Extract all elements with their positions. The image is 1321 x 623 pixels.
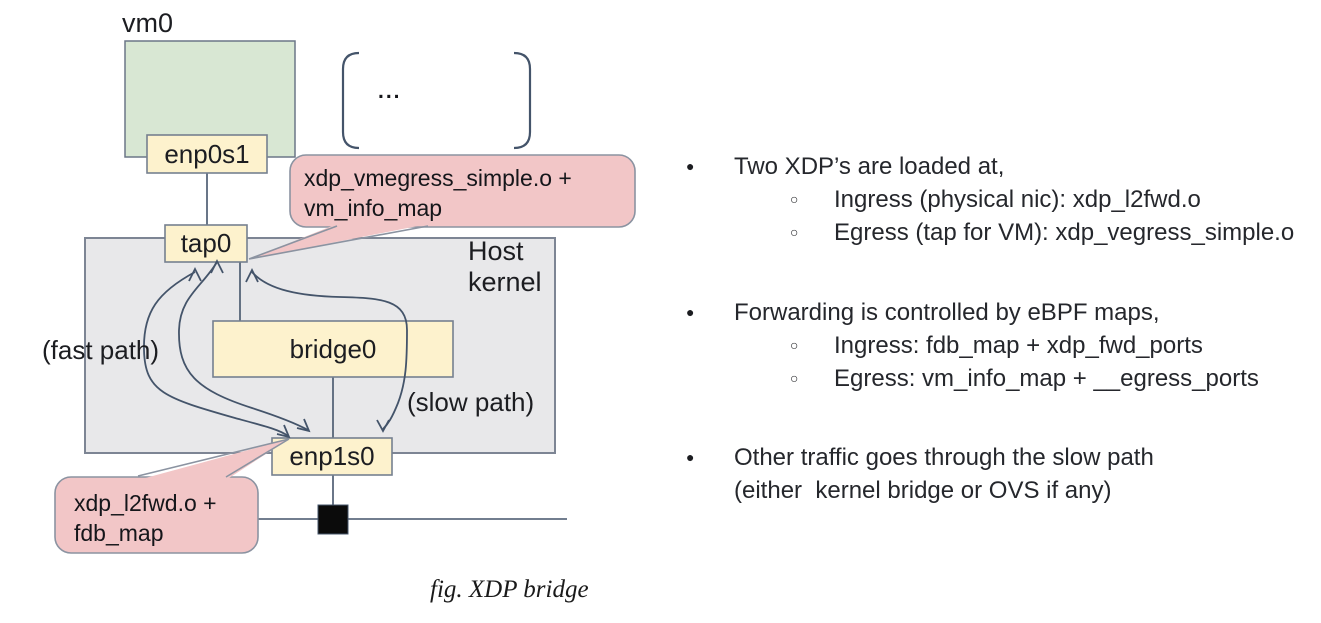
sub-bullet-icon: ○ — [790, 224, 799, 240]
note-item: ● Other traffic goes through the slow pa… — [660, 441, 1320, 507]
note-item: ● Forwarding is controlled by eBPF maps, — [660, 296, 1320, 329]
fast-path-label: (fast path) — [42, 335, 160, 365]
figure-caption: fig. XDP bridge — [430, 576, 589, 603]
note-subitem: ○ Egress (tap for VM): xdp_vegress_simpl… — [660, 216, 1320, 249]
enp1s0-box — [271, 437, 393, 476]
fast-path-inner-arrow-down — [296, 418, 311, 433]
vm0-label: vm0 — [122, 8, 174, 38]
bridge0-label: bridge0 — [289, 333, 377, 364]
bridge0-box — [212, 320, 454, 378]
enp0s1-label: enp0s1 — [164, 138, 250, 169]
more-vms-ellipsis: ... — [378, 80, 402, 103]
note-sub-text: Ingress: fdb_map + xdp_fwd_ports — [834, 332, 1203, 359]
sub-bullet-icon: ○ — [790, 191, 799, 207]
slow-path-label: (slow path) — [407, 387, 535, 417]
l2fwd-callout-tail-edges — [137, 438, 290, 478]
note-sub-text: Egress (tap for VM): xdp_vegress_simple.… — [834, 219, 1295, 246]
note-group-ebpf-maps: ● Forwarding is controlled by eBPF maps,… — [660, 296, 1320, 395]
fast-path-outer-arrow-up — [188, 266, 202, 282]
right-bracket-shape — [513, 51, 532, 150]
vm-egress-callout-text: xdp_vmegress_simple.o + vm_info_map — [304, 165, 572, 221]
sub-bullet-icon: ○ — [790, 370, 799, 386]
enp1s0-label: enp1s0 — [289, 441, 375, 471]
slow-path-arrow-up — [245, 267, 259, 283]
tap0-box — [164, 224, 248, 263]
note-group-xdp-loaded: ● Two XDP’s are loaded at, ○ Ingress (ph… — [660, 150, 1320, 249]
slow-path-arrow-down — [376, 419, 390, 433]
left-bracket-shape — [341, 51, 360, 150]
xdp-bridge-diagram — [54, 40, 636, 554]
bullet-icon: ● — [686, 158, 695, 174]
host-kernel-label: Host kernel — [468, 236, 542, 297]
note-text: Forwarding is controlled by eBPF maps, — [734, 299, 1160, 326]
enp0s1-box — [146, 134, 268, 174]
note-subitem: ○ Egress: vm_info_map + __egress_ports — [660, 362, 1320, 395]
note-item: ● Two XDP’s are loaded at, — [660, 150, 1320, 183]
note-sub-text: Egress: vm_info_map + __egress_ports — [834, 365, 1259, 392]
note-subitem: ○ Ingress (physical nic): xdp_l2fwd.o — [660, 183, 1320, 216]
fast-path-curve-outer — [143, 271, 289, 437]
note-subitem: ○ Ingress: fdb_map + xdp_fwd_ports — [660, 329, 1320, 362]
note-text: Two XDP’s are loaded at, — [734, 153, 1005, 180]
note-sub-text: Ingress (physical nic): xdp_l2fwd.o — [834, 186, 1201, 213]
sub-bullet-icon: ○ — [790, 337, 799, 353]
slow-path-curve — [251, 271, 408, 430]
note-group-slow-path: ● Other traffic goes through the slow pa… — [660, 441, 1320, 507]
network-switch-square — [317, 504, 349, 535]
vm-egress-callout-tail-edges — [248, 225, 429, 260]
note-text: Other traffic goes through the slow path… — [734, 444, 1154, 504]
vm-egress-callout-body — [289, 154, 636, 228]
l2fwd-callout-text: xdp_l2fwd.o + fdb_map — [74, 490, 217, 546]
bullet-icon: ● — [686, 304, 695, 320]
l2fwd-callout-tail — [138, 439, 289, 480]
bullet-icon: ● — [686, 449, 695, 465]
fast-path-inner-arrow-up — [210, 258, 224, 274]
fast-path-curve-inner — [178, 261, 309, 431]
fast-path-outer-arrow-down — [276, 424, 291, 439]
tap0-label: tap0 — [180, 228, 232, 258]
